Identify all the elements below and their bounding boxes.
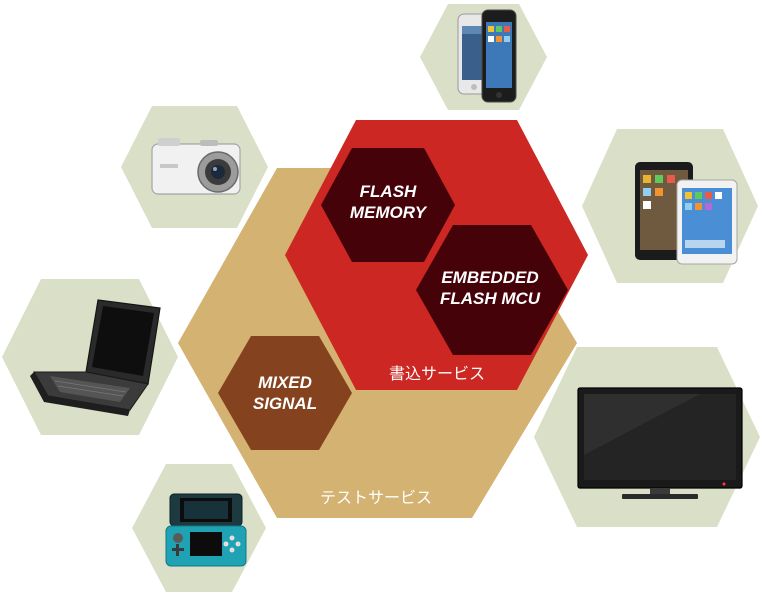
mixed-signal-hex [218,336,352,450]
television-icon [577,387,743,499]
flash-memory-line2: MEMORY [350,203,428,222]
camera-icon [151,138,241,195]
test-service-label: テストサービス [320,488,432,507]
embedded-mcu-line2: FLASH MCU [440,289,541,308]
tablet-icon [635,162,738,265]
handheld-game-console-icon [165,493,247,567]
flash-memory-hex [321,148,455,262]
writing-service-label: 書込サービス [389,364,485,383]
laptop-icon [30,299,161,416]
mixed-signal-line2: SIGNAL [253,394,317,413]
embedded-mcu-line1: EMBEDDED [441,268,538,287]
flash-memory-line1: FLASH [360,182,417,201]
embedded-flash-mcu-hex [416,225,568,355]
smartphone-icon [457,9,517,103]
mixed-signal-line1: MIXED [258,373,312,392]
